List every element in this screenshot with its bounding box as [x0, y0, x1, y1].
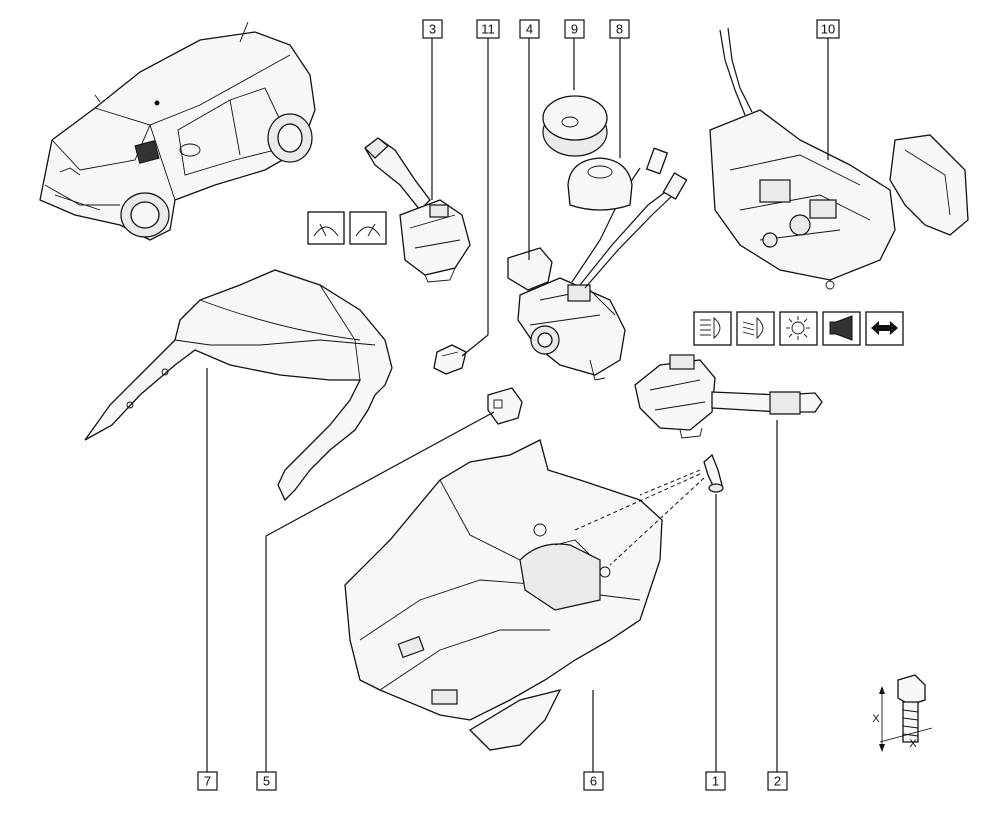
clip-part-11	[433, 344, 467, 375]
svg-text:6: 6	[590, 774, 597, 789]
dimension-label-vertical: X	[872, 713, 880, 725]
upper-shroud-part-7	[84, 269, 393, 502]
rear-wiper-icon	[349, 211, 387, 245]
svg-text:5: 5	[263, 774, 270, 789]
screw-part-1	[574, 453, 724, 566]
screw-detail	[879, 674, 933, 752]
callout-4: 4	[519, 19, 540, 39]
car-illustration	[39, 21, 316, 241]
callout-3: 3	[422, 19, 443, 39]
lower-shroud-part-6	[344, 439, 663, 751]
cover-cap-part-8	[567, 157, 633, 211]
callout-8: 8	[609, 19, 630, 39]
main-beam-icon	[693, 311, 732, 346]
wiper-stalk-part-3	[364, 137, 471, 283]
callout-6: 6	[583, 771, 604, 791]
dipped-beam-icon	[736, 311, 775, 346]
callout-11: 11	[476, 19, 500, 39]
svg-text:9: 9	[571, 22, 578, 37]
svg-text:4: 4	[526, 22, 533, 37]
light-stalk-part-2	[634, 354, 823, 439]
svg-text:1: 1	[712, 774, 719, 789]
leader-lines	[206, 38, 829, 772]
steering-lock-part-4	[507, 147, 688, 381]
clip-part-5	[487, 387, 523, 425]
svg-text:8: 8	[616, 22, 623, 37]
callout-5: 5	[256, 771, 277, 791]
svg-text:2: 2	[774, 774, 781, 789]
callout-9: 9	[564, 19, 585, 39]
dimension-label-horizontal: X	[909, 738, 917, 750]
steering-column-part-10	[709, 27, 969, 290]
light-icons	[693, 311, 904, 346]
callout-10: 10	[816, 19, 840, 39]
front-wiper-icon	[307, 211, 345, 245]
svg-text:11: 11	[481, 22, 495, 37]
svg-text:7: 7	[204, 774, 211, 789]
svg-text:10: 10	[821, 22, 835, 37]
callout-7: 7	[197, 771, 218, 791]
svg-text:3: 3	[429, 22, 436, 37]
side-light-icon	[779, 311, 818, 346]
transponder-ring-part-9	[542, 95, 608, 157]
callout-1: 1	[705, 771, 726, 791]
callout-2: 2	[767, 771, 788, 791]
wiper-icons	[307, 211, 387, 245]
